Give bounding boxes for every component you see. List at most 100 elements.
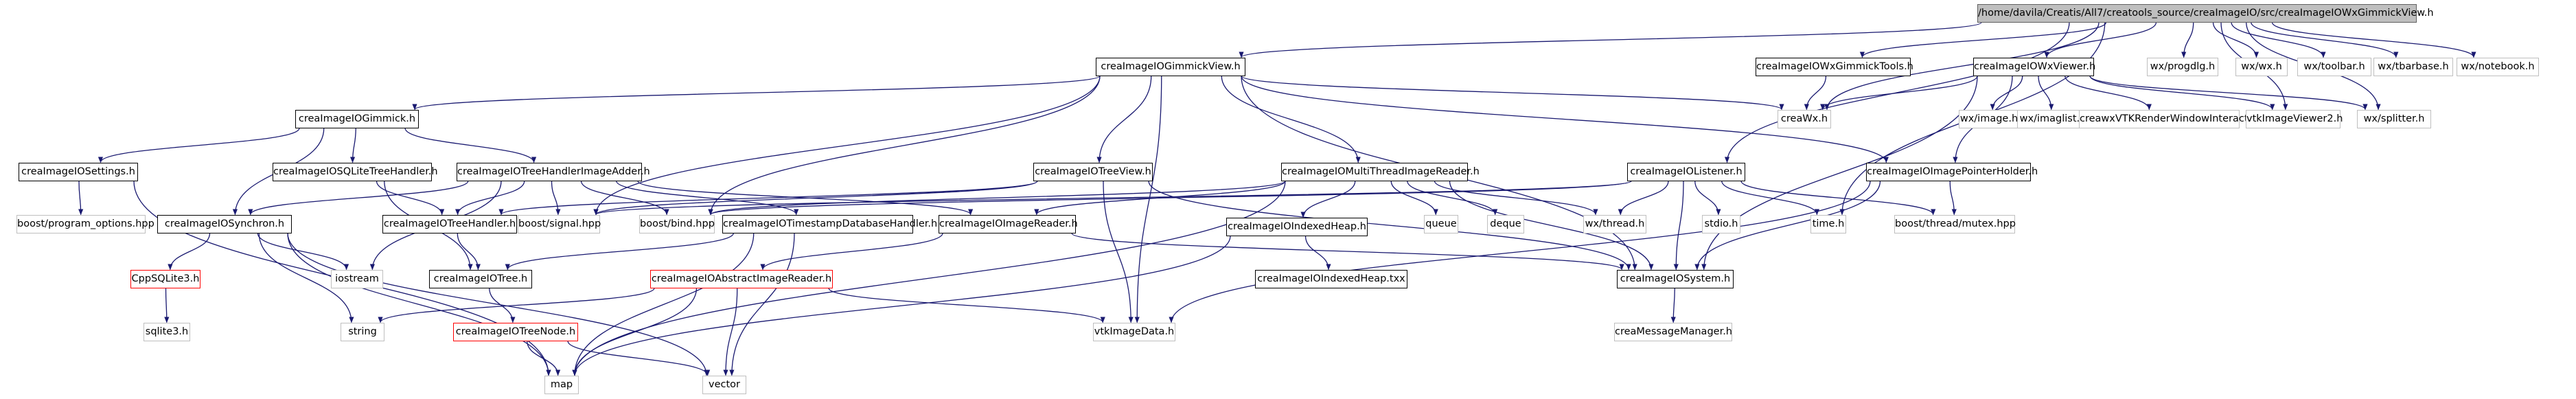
node-image-reader[interactable]: creaImageIOImageReader.h — [939, 214, 1078, 233]
node-tree-node[interactable]: creaImageIOTreeNode.h — [453, 322, 578, 341]
node-root[interactable]: /home/davila/Creatis/All7/creatools_sour… — [1977, 3, 2434, 23]
edge-root-to-creaWx — [1824, 22, 2100, 111]
edge-root-to-wxNotebook — [2271, 22, 2476, 58]
node-tree-view[interactable]: creaImageIOTreeView.h — [1033, 162, 1153, 181]
node-vtk-image-viewer2: vtkImageViewer2.h — [2246, 109, 2343, 128]
node-gimmick-view[interactable]: creaImageIOGimmickView.h — [1096, 57, 1245, 76]
node-boost-signal: boost/signal.hpp — [518, 214, 601, 233]
edge-abstractImageReader-to-vector — [723, 288, 738, 376]
edge-timestampDb-to-tree — [505, 233, 734, 271]
node-wx-splitter: wx/splitter.h — [2357, 109, 2431, 128]
edge-gimmickView-to-imagePointerHolder — [1241, 76, 1889, 163]
edge-wxViewer-to-wxSplitter — [2089, 76, 2368, 111]
edge-gimmickView-to-boostSignal — [593, 76, 1101, 216]
edge-treeHandlerImageAdder-to-timestampDb — [616, 181, 799, 216]
edge-multiThreadImageReader-to-boostBind — [708, 180, 1286, 216]
edge-sqliteTreeHandler-to-treeHandler — [376, 181, 445, 216]
node-map: map — [544, 375, 579, 394]
edge-treeView-to-vtkImageData — [1103, 181, 1134, 323]
node-queue: queue — [1424, 214, 1458, 233]
edge-treeHandlerImageAdder-to-boostSignal — [551, 181, 561, 216]
node-wx-gimmick-tools[interactable]: creaImageIOWxGimmickTools.h — [1756, 57, 1913, 76]
edge-treeView-to-system — [1148, 181, 1631, 271]
edge-treeHandlerImageAdder-to-imageReader — [637, 180, 974, 216]
node-wx-tbarbase: wx/tbarbase.h — [2373, 57, 2453, 76]
node-wx-image: wx/image.h — [1959, 109, 2019, 128]
node-sqlite-tree-handler[interactable]: creaImageIOSQLiteTreeHandler.h — [273, 162, 438, 181]
node-timestamp-db[interactable]: creaImageIOTimestampDatabaseHandler.h — [722, 214, 937, 233]
node-wx-notebook: wx/notebook.h — [2457, 57, 2539, 76]
edge-wxViewer-to-creaWx — [1820, 76, 1978, 111]
edge-wxViewer-to-wxImage — [1990, 76, 2023, 111]
edge-gimmickView-to-multiThreadImageReader — [1221, 76, 1361, 163]
edge-abstractImageReader-to-map — [572, 288, 698, 376]
edge-gimmickView-to-gimmick — [412, 75, 1101, 111]
edge-treeHandlerImageAdder-to-synchron — [248, 181, 469, 216]
node-multi-thread-image-reader[interactable]: creaImageIOMultiThreadImageReader.h — [1281, 162, 1480, 181]
node-tree[interactable]: creaImageIOTree.h — [429, 269, 532, 288]
edge-listener-to-stdio — [1694, 181, 1721, 216]
node-abstract-image-reader[interactable]: creaImageIOAbstractImageReader.h — [650, 269, 833, 288]
edge-multiThreadImageReader-to-wxThread — [1434, 181, 1598, 216]
edge-wxGimmickTools-to-creaWx — [1804, 76, 1827, 111]
edge-root-to-listener — [1724, 22, 2070, 163]
node-indexed-heap[interactable]: creaImageIOIndexedHeap.h — [1226, 217, 1368, 236]
node-image-pointer-holder[interactable]: creaImageIOImagePointerHolder.h — [1866, 162, 2038, 181]
edge-indexedHeap-to-map — [572, 236, 1231, 376]
node-wx-wx: wx/wx.h — [2235, 57, 2288, 76]
edge-synchron-to-string — [258, 233, 354, 323]
edge-listener-to-system — [1673, 181, 1684, 271]
edge-listener-to-time — [1721, 181, 1819, 216]
node-vector: vector — [702, 375, 746, 394]
node-settings[interactable]: creaImageIOSettings.h — [19, 162, 138, 181]
edge-system-to-creaMessageManager — [1670, 288, 1676, 323]
edge-wxViewer-to-vtkImageViewer2 — [2089, 76, 2275, 111]
node-iostream: iostream — [331, 269, 383, 288]
edge-wxViewer-to-wxImaglist — [2038, 76, 2054, 111]
edge-gimmick-to-settings — [97, 128, 300, 163]
edge-root-to-wxTbarbase — [2251, 22, 2399, 58]
node-time: time.h — [1810, 214, 1846, 233]
edge-imagePointerHolder-to-vtkImageData — [1169, 181, 1871, 323]
edge-treeNode-to-vector — [567, 341, 711, 376]
node-wx-progdlg: wx/progdlg.h — [2147, 57, 2218, 76]
node-boost-mutex: boost/thread/mutex.hpp — [1894, 214, 2016, 233]
edge-multiThreadImageReader-to-indexedHeap — [1300, 181, 1356, 218]
edge-listener-to-wxThread — [1618, 181, 1669, 216]
edge-gimmickView-to-vtkImageData — [1134, 76, 1162, 323]
edge-listener-to-boostMutex — [1740, 181, 1936, 216]
node-boost-bind: boost/bind.hpp — [639, 214, 715, 233]
node-crea-wx: creaWx.h — [1778, 109, 1831, 128]
edge-synchron-to-iostream — [257, 233, 349, 271]
edge-gimmickView-to-creaWx — [1241, 75, 1784, 111]
node-crea-message-manager: creaMessageManager.h — [1614, 322, 1732, 341]
node-wx-viewer[interactable]: creaImageIOWxViewer.h — [1973, 57, 2095, 76]
node-indexed-heap-txx[interactable]: creaImageIOIndexedHeap.txx — [1255, 269, 1407, 288]
edge-treeHandler-to-tree — [457, 233, 481, 271]
edge-abstractImageReader-to-string — [378, 288, 655, 323]
edge-wxViewer-to-vtkInteractor — [2065, 76, 2152, 111]
edge-synchron-to-cppSQLite3 — [168, 233, 211, 271]
node-synchron[interactable]: creaImageIOSynchron.h — [157, 214, 292, 233]
edge-synchron-to-map — [287, 233, 551, 376]
node-cpp-s-q-lite3[interactable]: CppSQLite3.h — [130, 269, 200, 288]
edge-treeHandlerImageAdder-to-treeHandler — [455, 181, 525, 216]
edge-treeView-to-boostSignal — [593, 180, 1038, 216]
edge-synchron-to-vector — [287, 233, 709, 376]
node-system[interactable]: creaImageIOSystem.h — [1617, 269, 1734, 288]
node-stdio: stdio.h — [1702, 214, 1740, 233]
node-wx-toolbar: wx/toolbar.h — [2297, 57, 2371, 76]
edge-root-to-wxGimmickTools — [1859, 22, 2107, 58]
edge-listener-to-boostSignal — [593, 180, 1632, 216]
edge-abstractImageReader-to-vtkImageData — [828, 288, 1105, 323]
node-wx-thread: wx/thread.h — [1583, 214, 1646, 233]
node-tree-handler-image-adder[interactable]: creaImageIOTreeHandlerImageAdder.h — [457, 162, 650, 181]
edge-imageReader-to-system — [1071, 232, 1624, 271]
node-tree-handler[interactable]: creaImageIOTreeHandler.h — [382, 214, 517, 233]
node-listener[interactable]: creaImageIOListener.h — [1627, 162, 1745, 181]
edge-settings-to-programOptions — [78, 181, 84, 216]
node-gimmick[interactable]: creaImageIOGimmick.h — [295, 109, 419, 128]
edge-treeNode-to-map — [527, 341, 561, 376]
node-vtk-interactor: creawxVTKRenderWindowInteractor.h — [2079, 109, 2267, 128]
